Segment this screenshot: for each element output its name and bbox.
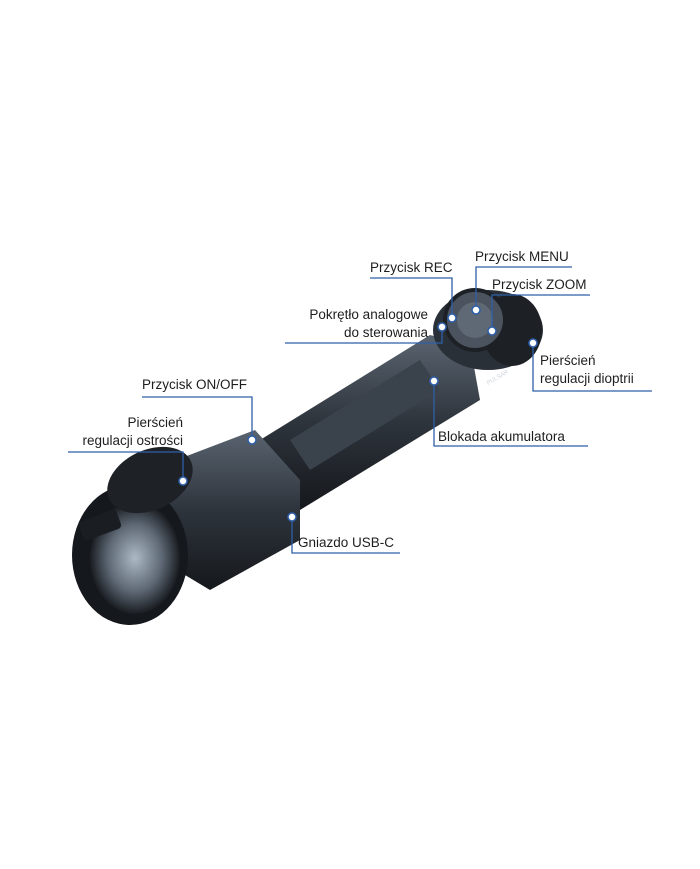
callout-diopter-line2: regulacji dioptrii: [540, 371, 634, 386]
callout-lines: [68, 266, 652, 554]
callout-diopter-ring: Pierścień regulacji dioptrii: [540, 352, 634, 388]
callout-menu-button: Przycisk MENU: [475, 249, 569, 264]
brand-logo: PULSAR: [486, 369, 510, 387]
control-knob-marker: [437, 322, 447, 332]
callout-control-knob: Pokrętło analogowe do sterowania: [309, 306, 428, 342]
callout-focus-ring: Pierścień regulacji ostrości: [82, 414, 183, 450]
callout-control-knob-line2: do sterowania: [343, 325, 428, 340]
callout-zoom-button: Przycisk ZOOM: [492, 277, 587, 292]
scope-body: PULSAR: [72, 288, 543, 625]
callout-dots: [178, 305, 538, 522]
usb-port-marker: [287, 512, 297, 522]
menu-button-marker: [471, 305, 481, 315]
callout-onoff-button: Przycisk ON/OFF: [142, 377, 247, 392]
rec-button-marker: [447, 313, 457, 323]
callout-focus-line2: regulacji ostrości: [82, 433, 183, 448]
focus-ring-marker: [178, 476, 188, 486]
onoff-button-marker: [247, 435, 257, 445]
callout-diopter-line1: Pierścień: [540, 353, 596, 368]
callout-usb-port: Gniazdo USB-C: [298, 535, 395, 550]
diopter-ring-marker: [528, 338, 538, 348]
callout-focus-line1: Pierścień: [127, 415, 183, 430]
callout-control-knob-line1: Pokrętło analogowe: [309, 307, 428, 322]
callout-rec-button: Przycisk REC: [370, 260, 453, 275]
callout-battery-lock: Blokada akumulatora: [438, 429, 565, 444]
zoom-button-marker: [487, 326, 497, 336]
battery-lock-marker: [429, 376, 439, 386]
